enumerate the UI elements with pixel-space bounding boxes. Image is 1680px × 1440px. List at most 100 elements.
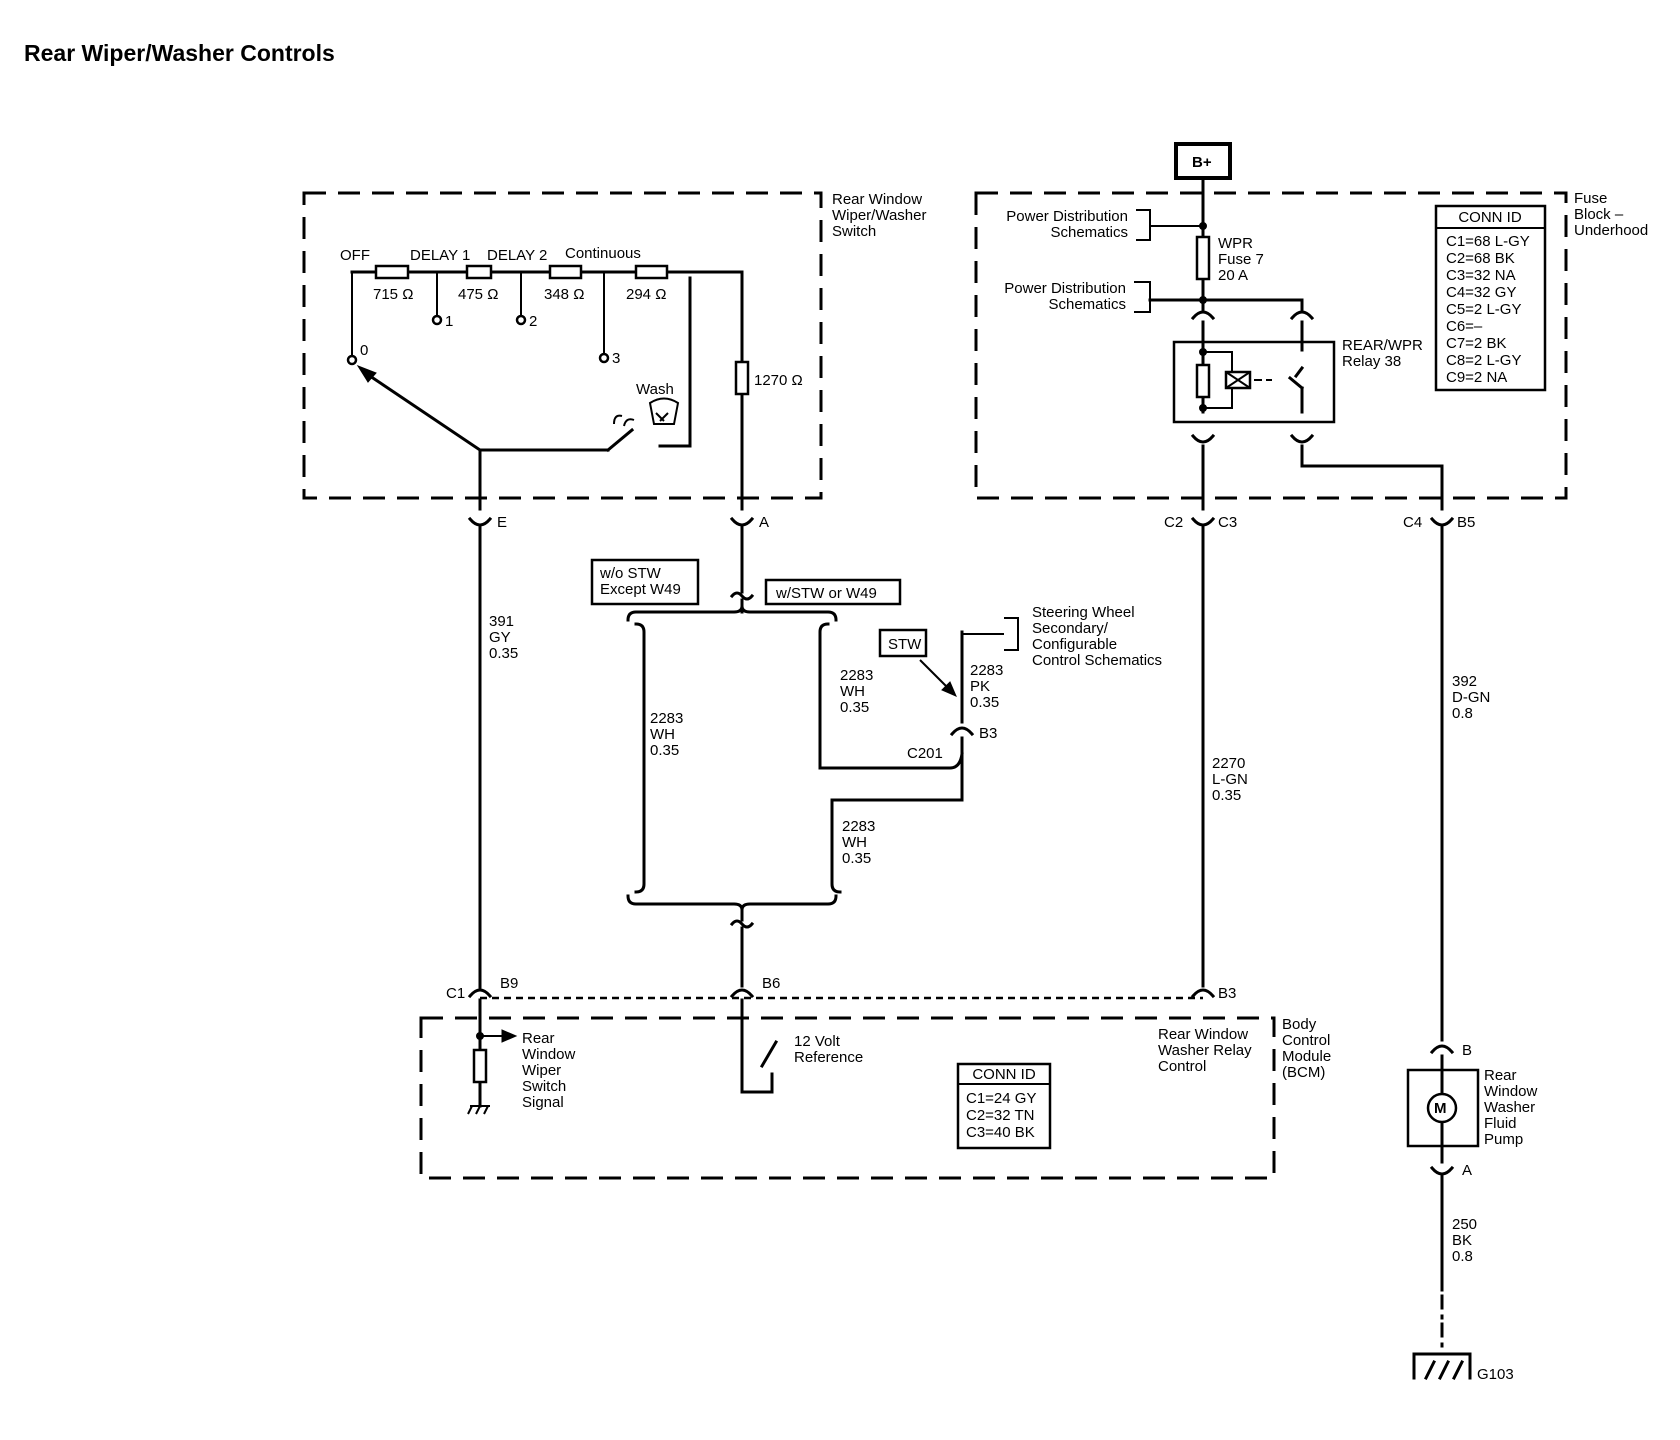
relay-splice-top [1199,348,1207,356]
pin-c4: C4 [1403,514,1422,531]
splice-1 [1199,222,1207,230]
pin-b5: B5 [1457,514,1475,531]
relay-feed [1148,298,1304,312]
fuse-block-outline [974,191,1568,500]
wire-2283-upper [818,622,964,770]
wash-return [658,276,692,448]
wire-2283-lower [830,798,842,894]
resistor-475-label: 475 Ω [458,286,498,303]
bcm-conn-id-table [956,1062,1052,1150]
wire-c201-down [830,736,964,802]
fuse-conn-id-table [1434,204,1547,392]
stw-label: STW [888,636,922,653]
contact-0 [346,354,358,366]
wiper-arm [361,369,483,453]
option-with-stw: w/STW or W49 [775,585,877,602]
pin-a: A [759,514,769,531]
pin-bcm-b3: B3 [1218,985,1236,1002]
b-plus-box [1174,142,1232,180]
wash-contact [605,427,635,453]
reference-wire [740,998,774,1094]
contact-1 [431,314,443,326]
bcm-conn-id-title: CONN ID [972,1066,1036,1083]
pump-connector-b [1429,1044,1455,1055]
contact-taps [351,272,605,356]
upper-brace [626,605,838,622]
resistor-1270 [734,360,750,396]
relay-bottom-terminals [1190,433,1315,444]
pin-bcm-c1: C1 [446,985,465,1002]
relay-top-terminals [1190,310,1315,321]
b-plus-label: B+ [1192,154,1212,171]
lower-brace [626,894,838,911]
relay-output-wires [1201,444,1444,511]
bcm-ground-icon [467,1105,490,1115]
pin-bcm-b6: B6 [762,975,780,992]
steering-bracket [961,617,1019,651]
stw-arrowhead [941,681,957,697]
wpr-fuse-7 [1195,235,1211,281]
power-dist-1-bracket [1136,209,1203,241]
relay-splice-bottom [1199,404,1207,412]
reference-switch [759,1039,779,1069]
pump-pin-b: B [1462,1042,1472,1059]
contact-3 [598,352,610,364]
bcm-conn-id-rows: C1=24 GY C2=32 TN C3=40 BK [966,1090,1040,1141]
contact-1-label: 1 [445,313,453,330]
connector-c201: C201 [907,745,943,762]
option-with-stw-box [764,578,902,606]
contact-2-label: 2 [529,313,537,330]
resistor-348-label: 348 Ω [544,286,584,303]
ground-label: G103 [1477,1366,1514,1383]
pin-bcm-b9: B9 [500,975,518,992]
resistor-715-label: 715 Ω [373,286,413,303]
pump-pin-a: A [1462,1162,1472,1179]
contact-0-label: 0 [360,342,368,359]
option-without-stw-box [590,558,700,606]
connector-c201-b3 [949,726,975,737]
washer-icon [613,397,680,427]
resistor-348 [548,264,583,280]
splice-2 [1199,296,1207,304]
relay-coil-resistor [1195,363,1211,399]
stw-arrow-line [919,659,951,691]
fuse-conn-id-title: CONN ID [1458,209,1522,226]
switch-outline [302,191,823,500]
label-wash: Wash [636,381,674,398]
resistor-1270-label: 1270 Ω [754,372,803,389]
pin-e: E [497,514,507,531]
wiper-signal-resistor [472,1048,488,1084]
stw-box [878,628,928,658]
relay-coil-x [1225,371,1272,389]
bcm-outline [419,1016,1276,1180]
motor-symbol: M [1434,1100,1447,1117]
fuse-conn-id-rows: C1=68 L-GY C2=68 BK C3=32 NA C4=32 GY C5… [1446,233,1534,386]
resistor-475 [465,264,493,280]
pin-c201-b3: B3 [979,725,997,742]
